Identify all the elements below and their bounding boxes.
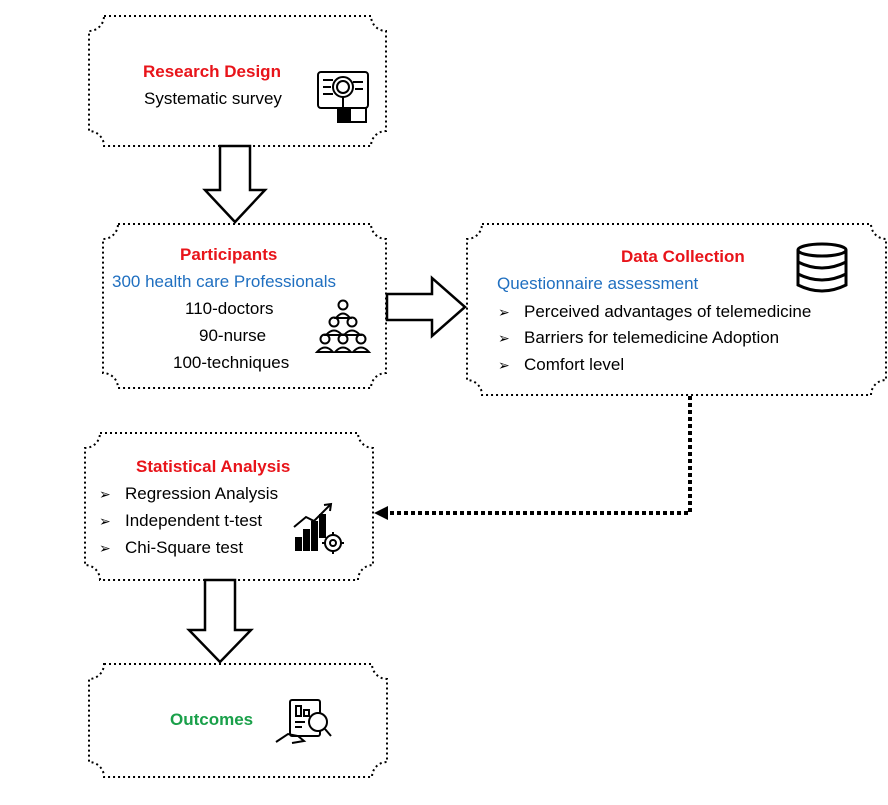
participants-subtitle: 300 health care Professionals (112, 272, 336, 291)
data-collection-subtitle: Questionnaire assessment (497, 274, 699, 293)
people-pyramid-icon (314, 299, 372, 353)
data-collection-item: ➢ Barriers for telemedicine Adoption (498, 328, 779, 348)
magnifier-document-icon (317, 71, 369, 123)
arrow-participants-to-collection (385, 275, 467, 339)
growth-chart-gear-icon (293, 502, 344, 554)
data-collection-item-label: Perceived advantages of telemedicine (524, 302, 812, 321)
data-collection-item: ➢ Perceived advantages of telemedicine (498, 302, 811, 322)
bullet-arrow-icon: ➢ (498, 330, 510, 346)
dotted-connector-collection-to-analysis (388, 396, 692, 515)
statistical-analysis-box (84, 432, 374, 581)
data-collection-item: ➢ Comfort level (498, 355, 624, 375)
analysis-item: ➢ Independent t-test (99, 511, 262, 531)
outcomes-title: Outcomes (170, 710, 254, 729)
bullet-arrow-icon: ➢ (99, 540, 111, 556)
bullet-arrow-icon: ➢ (99, 486, 111, 502)
analysis-item: ➢ Chi-Square test (99, 538, 243, 558)
research-design-title: Research Design (143, 62, 281, 81)
data-collection-box (466, 223, 887, 396)
data-collection-item-label: Comfort level (524, 355, 625, 374)
analysis-item: ➢ Regression Analysis (99, 484, 278, 504)
report-review-icon (275, 699, 332, 744)
arrow-analysis-to-outcomes (186, 578, 254, 664)
data-collection-item-label: Barriers for telemedicine Adoption (524, 328, 780, 347)
dotted-connector-arrowhead (374, 506, 388, 520)
bullet-arrow-icon: ➢ (99, 513, 111, 529)
research-design-subtitle: Systematic survey (144, 89, 282, 108)
participants-title: Participants (180, 245, 278, 264)
participants-line-doctors: 110-doctors (185, 299, 274, 318)
analysis-item-label: Regression Analysis (125, 484, 279, 503)
participants-line-nurse: 90-nurse (199, 326, 267, 345)
arrow-research-to-participants (202, 144, 268, 224)
bullet-arrow-icon: ➢ (498, 357, 510, 373)
analysis-item-label: Chi-Square test (125, 538, 244, 557)
data-collection-title: Data Collection (621, 247, 745, 266)
statistical-analysis-title: Statistical Analysis (136, 457, 291, 476)
participants-line-technicians: 100-techniques (173, 353, 290, 372)
bullet-arrow-icon: ➢ (498, 304, 510, 320)
analysis-item-label: Independent t-test (125, 511, 263, 530)
database-icon (796, 242, 848, 293)
